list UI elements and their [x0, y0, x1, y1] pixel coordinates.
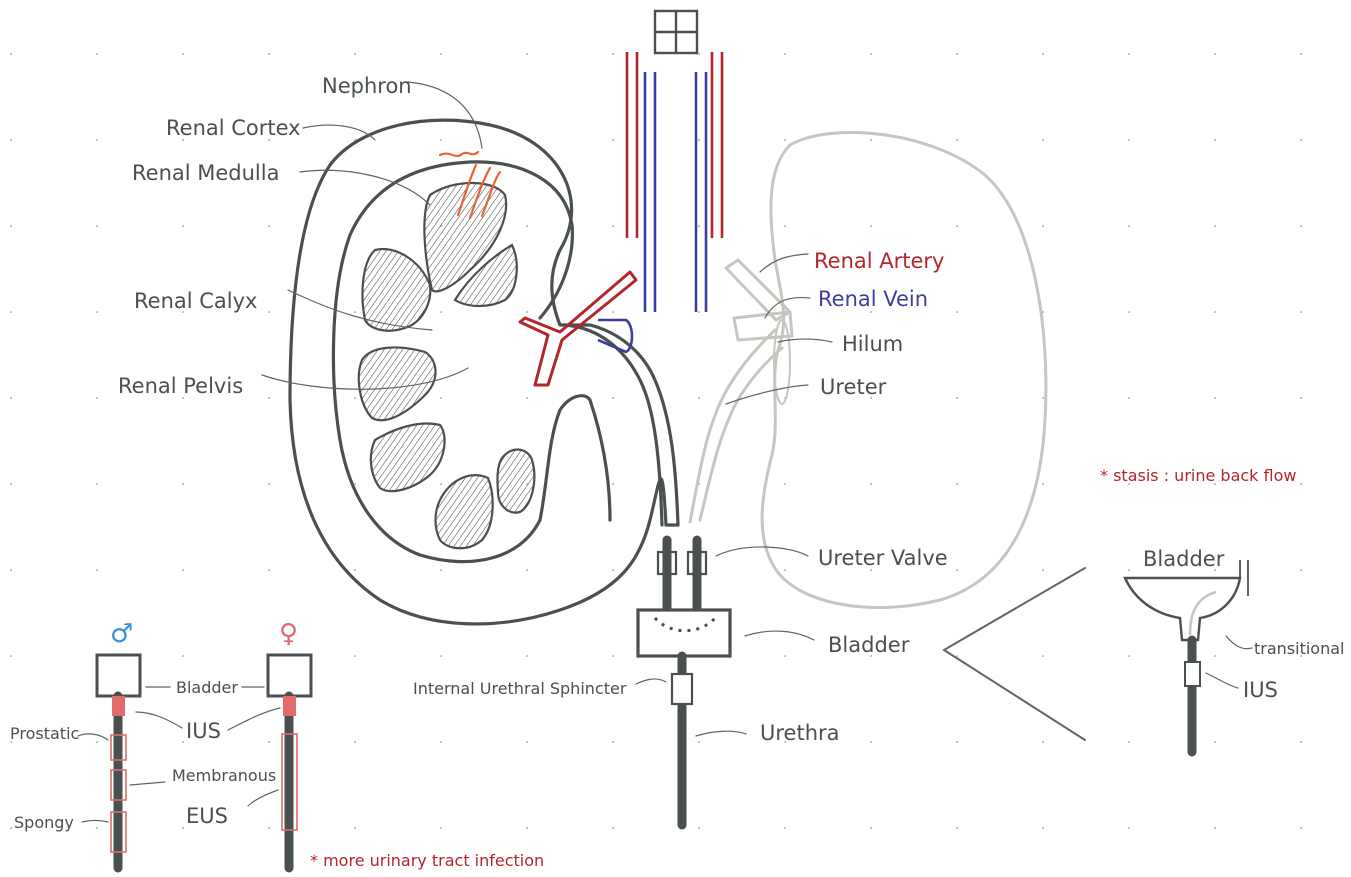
label-renal-vein: Renal Vein	[818, 287, 928, 311]
note-stasis: * stasis : urine back flow	[1100, 466, 1296, 485]
label-urethra: Urethra	[760, 721, 840, 745]
label-renal-pelvis: Renal Pelvis	[118, 374, 243, 398]
label-membranous: Membranous	[172, 766, 276, 785]
label-zoom-ius: IUS	[1243, 678, 1278, 702]
label-prostatic: Prostatic	[10, 724, 79, 743]
label-bladder: Bladder	[828, 633, 910, 657]
label-renal-medulla: Renal Medulla	[132, 161, 279, 185]
label-internal-urethral-sphincter: Internal Urethral Sphincter	[413, 679, 627, 698]
label-hilum: Hilum	[842, 332, 903, 356]
label-renal-calyx: Renal Calyx	[134, 289, 257, 313]
label-zoom-bladder: Bladder	[1143, 547, 1225, 571]
label-nephron: Nephron	[322, 74, 412, 98]
label-renal-artery: Renal Artery	[814, 249, 944, 273]
label-ureter-valve: Ureter Valve	[818, 546, 948, 570]
label-eus: EUS	[186, 804, 228, 828]
label-spongy: Spongy	[14, 813, 74, 832]
label-transitional: transitional	[1254, 639, 1344, 658]
label-renal-cortex: Renal Cortex	[166, 116, 301, 140]
label-sex-bladder: Bladder	[176, 678, 238, 697]
male-symbol-icon: ♂	[110, 619, 133, 649]
note-uti: * more urinary tract infection	[310, 851, 544, 870]
label-ureter: Ureter	[820, 375, 887, 399]
female-symbol-icon: ♀	[279, 619, 298, 649]
label-sex-ius: IUS	[186, 719, 221, 743]
